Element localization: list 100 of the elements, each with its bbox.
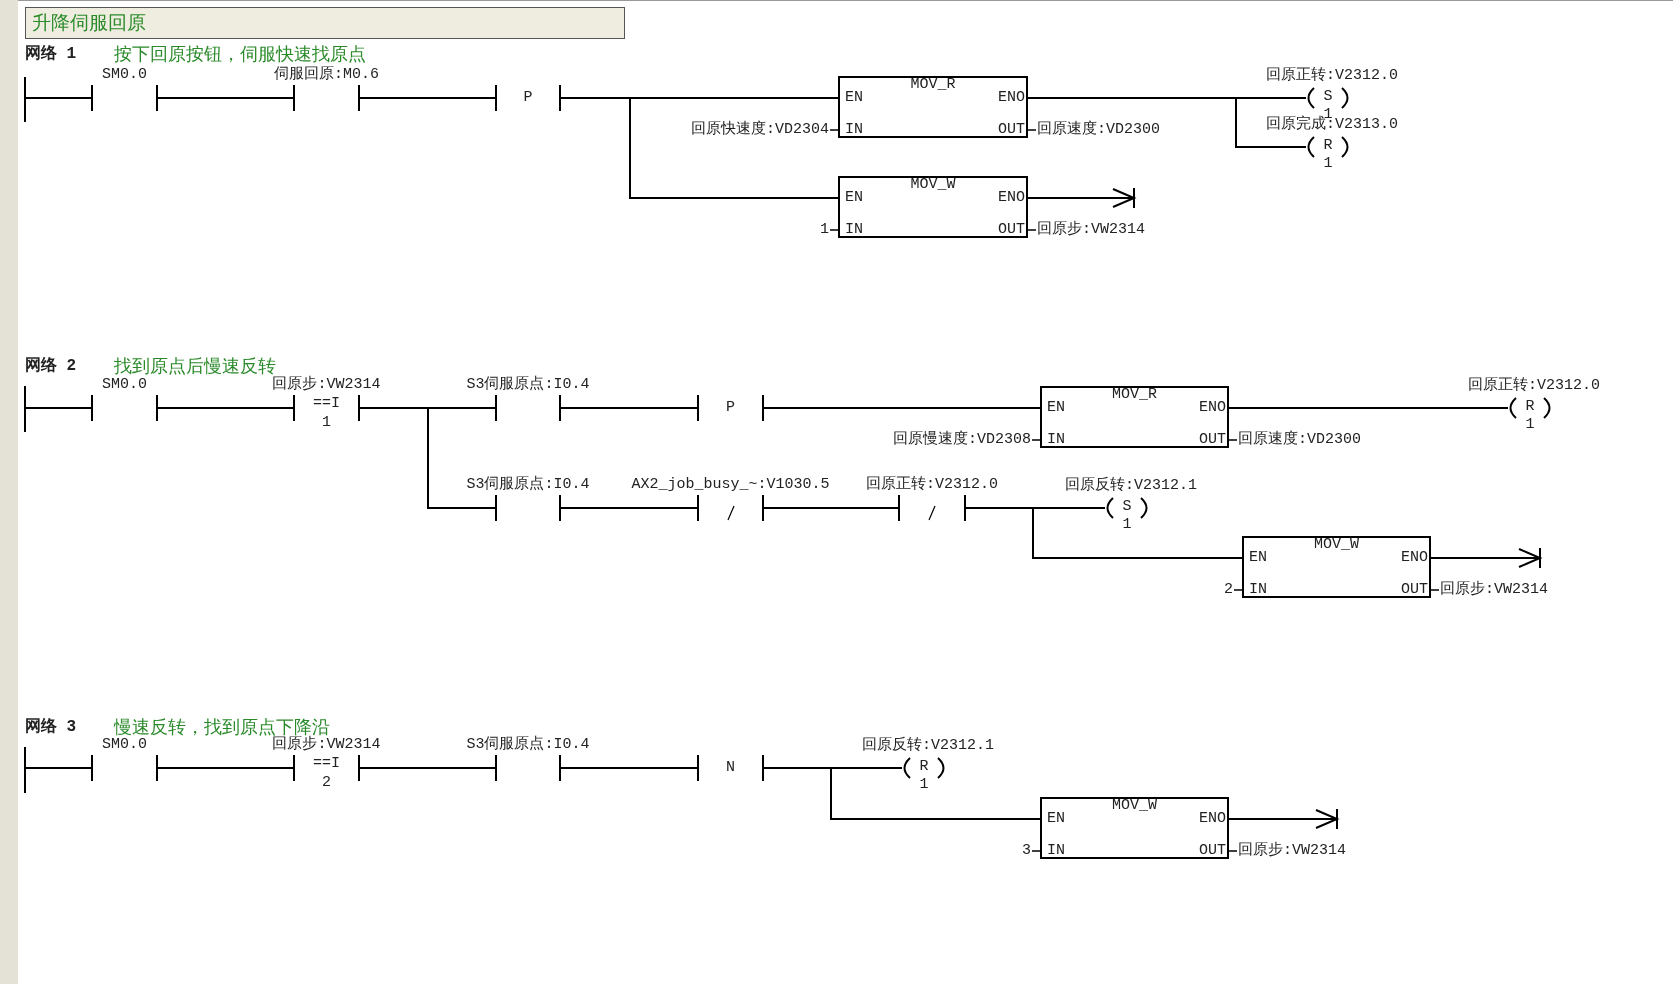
network-comment: 找到原点后慢速反转: [114, 357, 276, 377]
wire: [25, 767, 92, 769]
coil-type: R: [1323, 138, 1333, 154]
pin-label: EN: [845, 90, 863, 106]
operand-label: 回原步:VW2314: [1037, 222, 1145, 238]
pin-label: IN: [845, 122, 863, 138]
pin-label: IN: [1249, 582, 1267, 598]
contact-address: 伺服回原:M0.6: [274, 67, 379, 83]
network-number: 网络 2: [25, 358, 77, 374]
operand-label: 回原慢速度:VD2308: [893, 432, 1031, 448]
operand-label: 回原快速度:VD2304: [691, 122, 829, 138]
compare-operator: ==I: [313, 396, 340, 412]
contact-address: S3伺服原点:I0.4: [466, 737, 590, 753]
coil-address: 回原反转:V2312.1: [1065, 478, 1197, 494]
pin-label: ENO: [998, 190, 1025, 206]
coil-type: S: [1122, 499, 1132, 515]
contact-address: S3伺服原点:I0.4: [466, 377, 590, 393]
contact-address: SM0.0: [102, 737, 147, 753]
wire: [359, 97, 496, 99]
pin-label: EN: [1249, 550, 1267, 566]
contact-address: AX2_job_busy_~:V1030.5: [631, 477, 830, 493]
edge-type-label: P: [726, 400, 735, 416]
operand-label: 3: [1022, 843, 1031, 859]
network-number: 网络 1: [25, 46, 77, 62]
wire: [1228, 407, 1509, 409]
wire: [763, 767, 1041, 820]
coil-type: R: [1525, 399, 1535, 415]
compare-value: 2: [322, 775, 331, 791]
wire: [359, 407, 496, 509]
compare-value: 1: [322, 415, 331, 431]
edge-type-label: N: [726, 760, 735, 776]
wire: [763, 407, 1041, 409]
block-name: MOV_W: [1314, 537, 1359, 553]
wire: [965, 507, 1243, 559]
operand-label: 回原步:VW2314: [1440, 582, 1548, 598]
block-name: MOV_R: [1112, 387, 1157, 403]
title-band: [25, 7, 625, 39]
network-comment: 按下回原按钮，伺服快速找原点: [114, 45, 366, 65]
pin-label: OUT: [998, 222, 1025, 238]
coil-type: S: [1323, 89, 1333, 105]
contact-address: 回原正转:V2312.0: [866, 477, 998, 493]
operand-label: 1: [820, 222, 829, 238]
pin-label: OUT: [998, 122, 1025, 138]
operand-label: 回原速度:VD2300: [1238, 432, 1361, 448]
pin-label: OUT: [1199, 432, 1226, 448]
wire: [157, 407, 294, 409]
transition-contact: [495, 85, 561, 111]
block-name: MOV_W: [910, 177, 956, 193]
network-number: 网络 3: [25, 719, 77, 735]
wire: [763, 507, 899, 509]
pin-label: OUT: [1401, 582, 1428, 598]
operand-label: 回原速度:VD2300: [1037, 122, 1160, 138]
contact-address: 回原步:VW2314: [272, 377, 381, 393]
contact-address: 回原步:VW2314: [272, 737, 381, 753]
wire: [1027, 97, 1307, 148]
pin-label: ENO: [1199, 400, 1226, 416]
function-block: [1242, 536, 1431, 598]
wire: [25, 407, 92, 409]
coil-type: R: [919, 759, 929, 775]
wire: [157, 97, 294, 99]
function-block: [1040, 386, 1229, 448]
wire: [560, 507, 698, 509]
contact-address: SM0.0: [102, 377, 147, 393]
pin-label: IN: [1047, 843, 1065, 859]
coil-address: 回原正转:V2312.0: [1468, 378, 1600, 394]
coil-count: 1: [1525, 417, 1535, 433]
transition-contact: [697, 755, 764, 781]
coil-count: 1: [1323, 156, 1333, 172]
edge-type-label: P: [523, 90, 533, 106]
block-name: MOV_W: [1112, 798, 1157, 814]
wire: [560, 407, 698, 409]
pin-label: IN: [1047, 432, 1065, 448]
pin-label: OUT: [1199, 843, 1226, 859]
pin-label: ENO: [1199, 811, 1226, 827]
pin-label: EN: [1047, 811, 1065, 827]
coil-address: 回原反转:V2312.1: [862, 738, 994, 754]
contact-address: S3伺服原点:I0.4: [466, 477, 590, 493]
function-block: [1040, 797, 1229, 859]
compare-operator: ==I: [313, 756, 340, 772]
wire: [25, 97, 92, 99]
pin-label: ENO: [1401, 550, 1428, 566]
pin-label: ENO: [998, 90, 1025, 106]
wire: [560, 97, 839, 199]
transition-contact: [697, 395, 764, 421]
pin-label: EN: [1047, 400, 1065, 416]
operand-label: 回原步:VW2314: [1238, 843, 1346, 859]
coil-count: 1: [919, 777, 929, 793]
pin-label: EN: [845, 190, 863, 206]
block-name: MOV_R: [910, 77, 956, 93]
function-block: [838, 176, 1028, 238]
contact-address: SM0.0: [102, 67, 147, 83]
function-block: [838, 76, 1028, 138]
operand-label: 2: [1224, 582, 1233, 598]
section-title: 升降伺服回原: [32, 14, 146, 34]
wire: [157, 767, 294, 769]
coil-count: 1: [1122, 517, 1132, 533]
pin-label: IN: [845, 222, 863, 238]
coil-address: 回原正转:V2312.0: [1266, 68, 1398, 84]
wire: [560, 767, 698, 769]
wire: [359, 767, 496, 769]
